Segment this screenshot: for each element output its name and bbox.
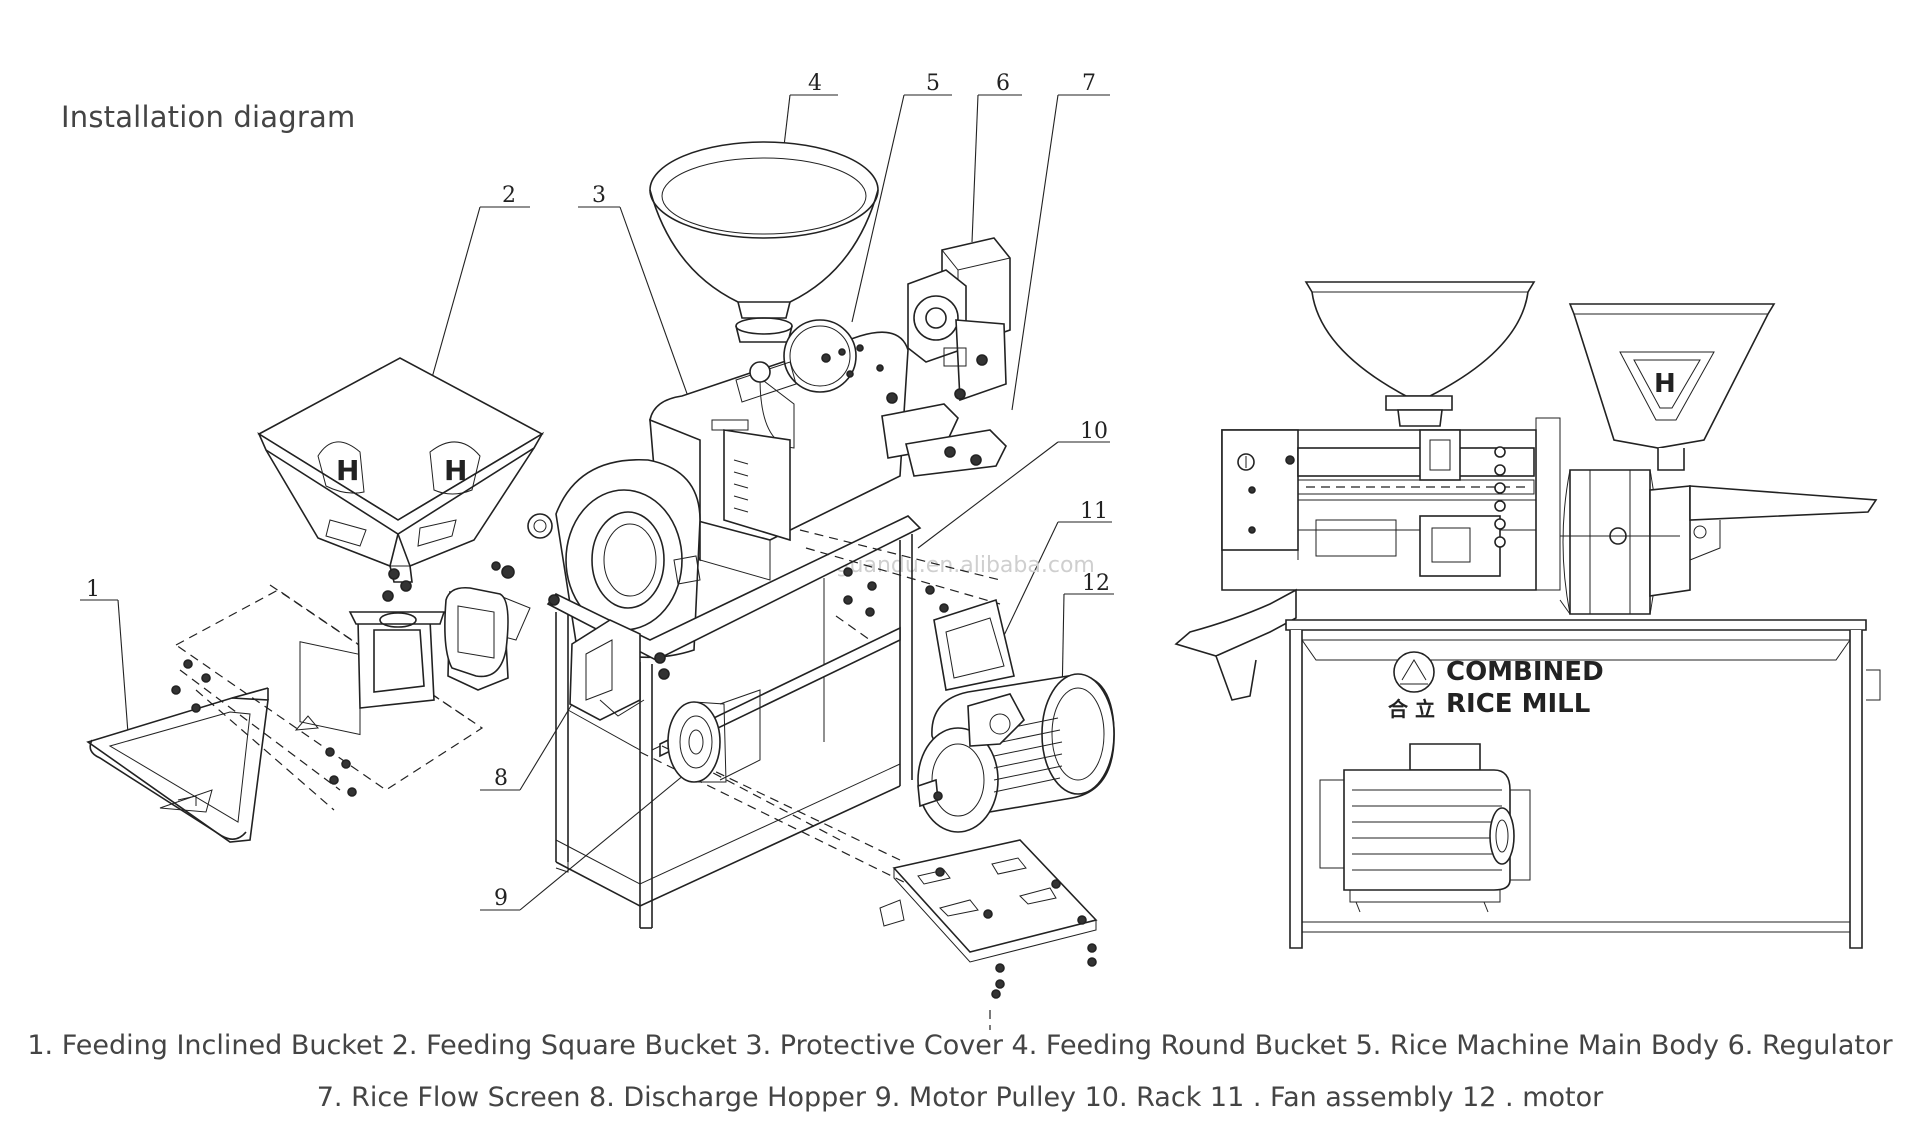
diagram-title: Installation diagram [61,100,356,134]
callout-11: 11 [997,499,1112,649]
regulator [907,237,1011,402]
svg-text:8: 8 [494,766,508,791]
callout-3: 3 [578,183,691,403]
svg-text:12: 12 [1082,571,1110,596]
gasket [444,561,515,678]
svg-text:10: 10 [1080,419,1108,444]
svg-text:7: 7 [1082,71,1096,96]
svg-text:H: H [336,454,359,487]
svg-text:3: 3 [592,183,606,208]
callout-10: 10 [917,419,1110,549]
fan-assembly [933,598,1015,691]
watermark: zguandu.en.alibaba.com [824,553,1095,578]
motor-pulley [667,689,761,783]
front-label-chinese: 合 立 [1388,697,1435,721]
motor [917,673,1115,833]
assembled-machine: H [1174,281,1881,949]
callout-5: 5 [851,71,952,323]
feeding-round-bucket [649,141,879,343]
feeding-inclined-bucket [86,687,319,843]
svg-text:2: 2 [502,183,516,208]
callout-7: 7 [1011,71,1110,411]
legend-line-2: 7. Rice Flow Screen 8. Discharge Hopper … [316,1082,1604,1113]
rack [546,515,922,929]
front-label-line2: RICE MILL [1446,689,1590,719]
svg-text:6: 6 [996,71,1010,96]
callout-9: 9 [480,769,691,911]
svg-text:11: 11 [1080,499,1108,524]
callout-2: 2 [427,183,530,393]
rice-flow-screen [881,392,1007,477]
front-label-line1: COMBINED [1446,657,1604,687]
discharge-hopper [569,619,645,721]
callout-6: 6 [971,71,1022,243]
hopper-mark: H [1654,369,1676,399]
svg-text:9: 9 [494,886,508,911]
legend-line-1: 1. Feeding Inclined Bucket 2. Feeding Sq… [27,1030,1893,1061]
svg-text:1: 1 [86,577,100,602]
feeding-square-bucket: H H [257,357,545,583]
svg-text:5: 5 [926,71,940,96]
svg-text:H: H [444,454,467,487]
motor-base-plate [879,839,1098,999]
svg-text:4: 4 [808,71,822,96]
